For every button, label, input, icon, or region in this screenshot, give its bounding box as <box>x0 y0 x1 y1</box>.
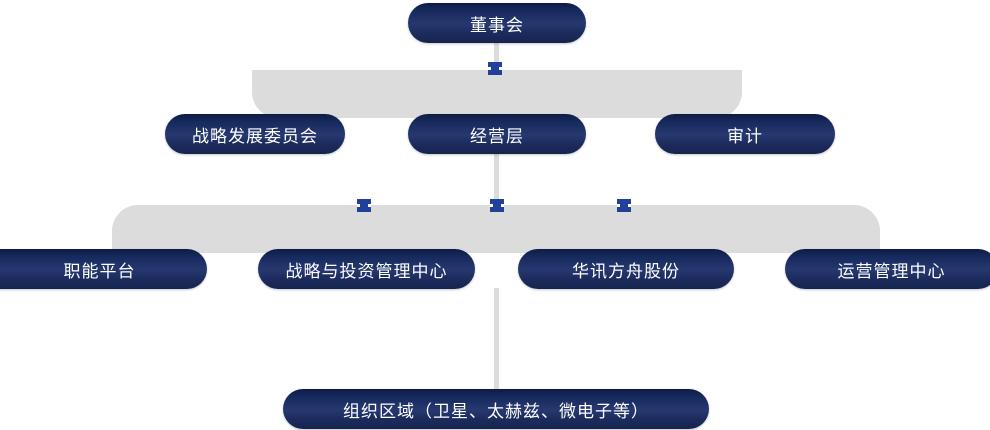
connector-marker-tier3-center <box>490 199 504 212</box>
connector-fan-tier2 <box>252 70 742 118</box>
org-node-org-region[interactable]: 组织区域（卫星、太赫兹、微电子等） <box>283 389 709 429</box>
org-node-strategy-center[interactable]: 战略与投资管理中心 <box>258 249 475 289</box>
org-node-huaxun[interactable]: 华讯方舟股份 <box>518 249 734 289</box>
org-node-operation-center[interactable]: 运营管理中心 <box>785 249 990 289</box>
connector-line-board-to-tier2 <box>494 40 499 76</box>
connector-marker-board <box>488 62 502 75</box>
org-node-board[interactable]: 董事会 <box>408 3 586 43</box>
connector-line-to-org-region <box>494 288 499 394</box>
connector-marker-tier3-right <box>617 199 631 212</box>
org-node-strategy-committee[interactable]: 战略发展委员会 <box>165 114 345 154</box>
org-node-function-platform[interactable]: 职能平台 <box>0 249 207 289</box>
connector-fan-tier3 <box>112 205 880 253</box>
org-node-audit[interactable]: 审计 <box>655 114 835 154</box>
org-node-management[interactable]: 经营层 <box>408 114 586 154</box>
connector-marker-tier3-left <box>357 199 371 212</box>
connector-line-management-to-tier3 <box>494 152 499 210</box>
